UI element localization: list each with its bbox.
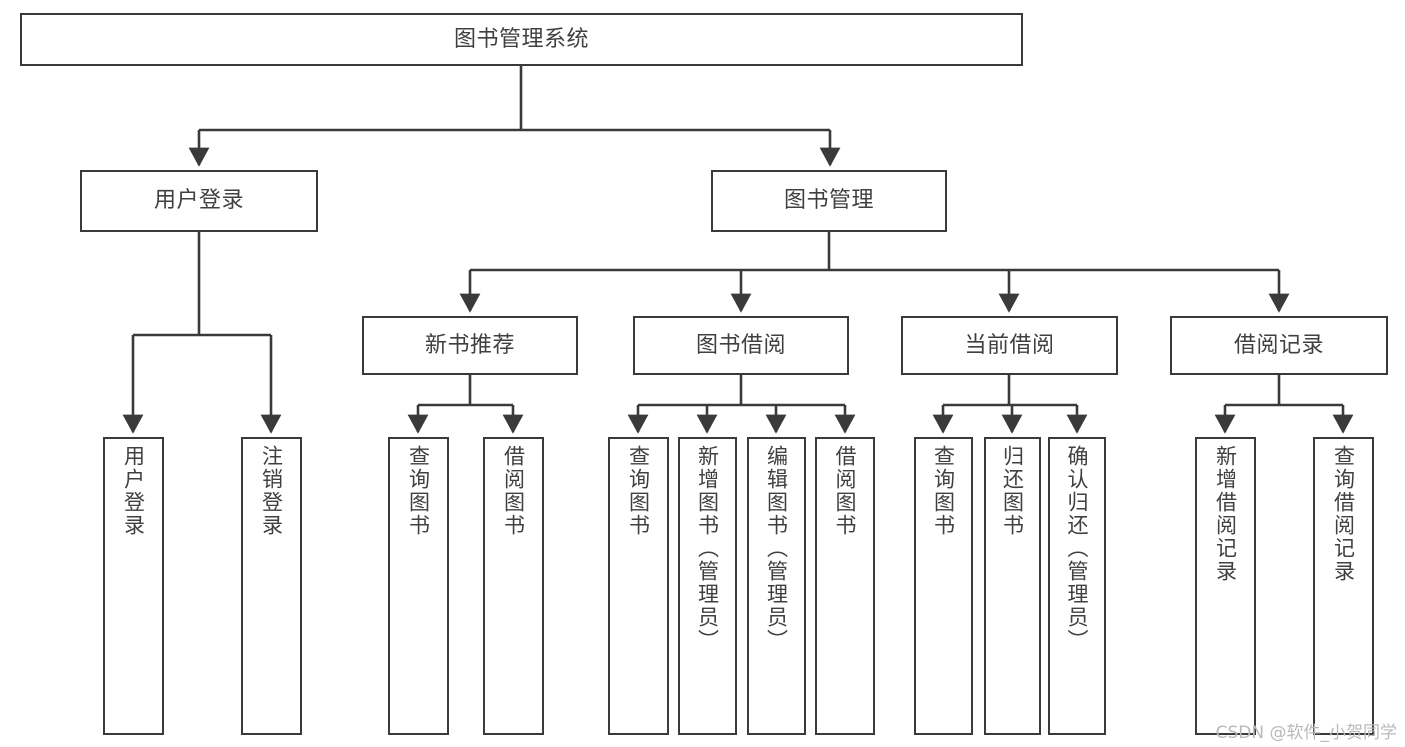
- node-leaf-query-book-2[interactable]: 查询图书: [608, 437, 669, 735]
- node-leaf-query-record-label: 查询借阅记录: [1331, 445, 1356, 583]
- node-leaf-borrow-book-1[interactable]: 借阅图书: [483, 437, 544, 735]
- node-root-label: 图书管理系统: [453, 26, 589, 52]
- node-leaf-user-login-label: 用户登录: [121, 445, 146, 537]
- node-leaf-add-book-label: 新增图书（管理员）: [695, 445, 720, 652]
- node-book-borrow[interactable]: 图书借阅: [633, 316, 849, 375]
- node-leaf-query-book-1[interactable]: 查询图书: [388, 437, 449, 735]
- node-leaf-logout-label: 注销登录: [259, 445, 284, 537]
- node-root[interactable]: 图书管理系统: [20, 13, 1023, 66]
- node-new-book-recommend[interactable]: 新书推荐: [362, 316, 578, 375]
- node-book-manage[interactable]: 图书管理: [711, 170, 947, 232]
- node-current-borrow-label: 当前借阅: [964, 332, 1055, 358]
- node-leaf-query-book-3[interactable]: 查询图书: [914, 437, 973, 735]
- node-leaf-confirm-return[interactable]: 确认归还（管理员）: [1048, 437, 1106, 735]
- node-book-borrow-label: 图书借阅: [695, 332, 786, 358]
- node-user-login-label: 用户登录: [153, 188, 244, 214]
- watermark: CSDN @软件_小贺同学: [1215, 723, 1397, 743]
- node-leaf-confirm-return-label: 确认归还（管理员）: [1065, 445, 1090, 652]
- node-leaf-return-book-label: 归还图书: [1000, 445, 1025, 537]
- node-leaf-edit-book[interactable]: 编辑图书（管理员）: [747, 437, 806, 735]
- node-leaf-borrow-book-2[interactable]: 借阅图书: [815, 437, 875, 735]
- node-leaf-query-record[interactable]: 查询借阅记录: [1313, 437, 1374, 735]
- node-leaf-add-book[interactable]: 新增图书（管理员）: [678, 437, 737, 735]
- node-leaf-user-login[interactable]: 用户登录: [103, 437, 164, 735]
- node-leaf-logout[interactable]: 注销登录: [241, 437, 302, 735]
- node-user-login[interactable]: 用户登录: [80, 170, 318, 232]
- node-borrow-record-label: 借阅记录: [1233, 332, 1324, 358]
- node-new-book-recommend-label: 新书推荐: [424, 332, 515, 358]
- node-leaf-add-record-label: 新增借阅记录: [1213, 445, 1238, 583]
- node-leaf-borrow-book-1-label: 借阅图书: [501, 445, 526, 537]
- node-leaf-query-book-2-label: 查询图书: [626, 445, 651, 537]
- node-leaf-query-book-3-label: 查询图书: [931, 445, 956, 537]
- node-leaf-edit-book-label: 编辑图书（管理员）: [764, 445, 789, 652]
- node-current-borrow[interactable]: 当前借阅: [901, 316, 1118, 375]
- node-leaf-add-record[interactable]: 新增借阅记录: [1195, 437, 1256, 735]
- node-leaf-return-book[interactable]: 归还图书: [984, 437, 1041, 735]
- node-leaf-borrow-book-2-label: 借阅图书: [833, 445, 858, 537]
- node-leaf-query-book-1-label: 查询图书: [406, 445, 431, 537]
- node-borrow-record[interactable]: 借阅记录: [1170, 316, 1388, 375]
- node-book-manage-label: 图书管理: [783, 188, 874, 214]
